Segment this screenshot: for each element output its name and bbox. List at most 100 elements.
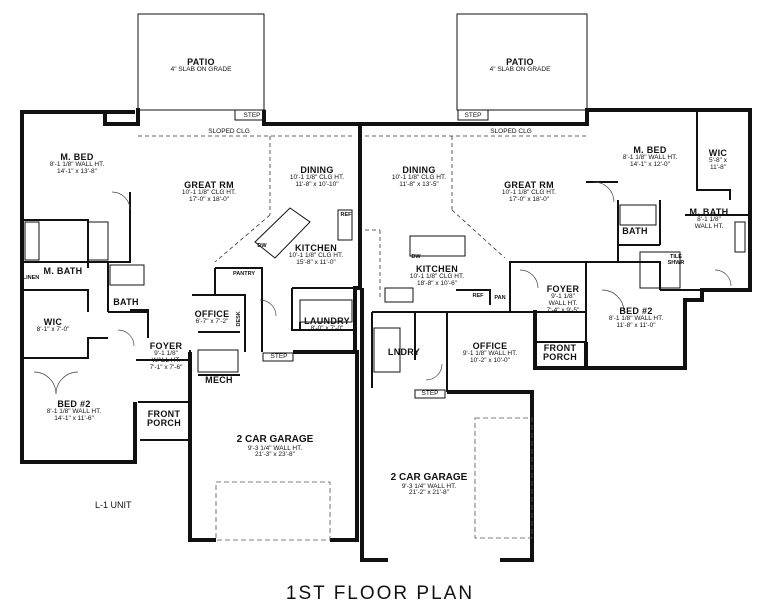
room-dim: 8'-1 1/8" WALL HT. bbox=[49, 161, 105, 169]
room-left-great-room: GREAT RM 10'-1 1/8" CLG HT. 17'-0" x 18'… bbox=[182, 180, 236, 204]
room-size: 11'-8" x 13'-5" bbox=[399, 181, 439, 189]
room-size: 14'-1" x 13'-8" bbox=[57, 168, 97, 176]
room-right-master-bath: M. BATH 8'-1 1/8" WALL HT. bbox=[689, 207, 729, 231]
room-dim: 9'-3 1/4" WALL HT. bbox=[401, 482, 457, 490]
room-name: GREAT RM bbox=[184, 180, 234, 190]
left-linen-label: LINEN bbox=[22, 275, 40, 281]
room-size: 8'-0" x 7'-0" bbox=[310, 325, 344, 333]
patio-left-note: 4" SLAB ON GRADE bbox=[170, 66, 232, 74]
patio-left-name: PATIO bbox=[187, 57, 215, 67]
room-left-bed2: BED #2 8'-1 1/8" WALL HT. 14'-1" x 11'-6… bbox=[46, 399, 102, 423]
left-pantry-label: PANTRY bbox=[233, 271, 255, 277]
sloped-ceiling-left: SLOPED CLG bbox=[208, 128, 250, 135]
room-name: OFFICE bbox=[194, 309, 230, 319]
plan-title: 1ST FLOOR PLAN bbox=[285, 583, 475, 604]
room-dim: 10'-1 1/8" CLG HT. bbox=[391, 174, 447, 182]
step-label-4: STEP bbox=[421, 390, 439, 397]
step-label-3: STEP bbox=[464, 112, 482, 119]
room-right-garage: 2 CAR GARAGE 9'-3 1/4" WALL HT. 21'-2" x… bbox=[390, 472, 468, 497]
room-size: 21'-3" x 23'-8" bbox=[255, 451, 295, 459]
room-name: DINING bbox=[402, 165, 436, 175]
room-right-wic: WIC 5'-8" x 11'-8" bbox=[708, 148, 728, 172]
room-size: 5'-8" x bbox=[709, 157, 727, 165]
room-right-office: OFFICE 9'-1 1/8" WALL HT. 10'-2" x 10'-0… bbox=[462, 341, 518, 365]
room-dim: 9'-1 1/8" bbox=[154, 350, 178, 358]
patio-right-note: 4" SLAB ON GRADE bbox=[489, 66, 551, 74]
left-dw-label: DW bbox=[257, 243, 267, 249]
room-left-garage: 2 CAR GARAGE 9'-3 1/4" WALL HT. 21'-3" x… bbox=[236, 434, 314, 459]
room-size: 14'-1" x 12'-0" bbox=[630, 161, 670, 169]
room-right-laundry: LNDRY bbox=[387, 347, 421, 357]
room-name: M. BED bbox=[60, 152, 94, 162]
tile-label: TILE bbox=[670, 254, 682, 260]
room-size: 6'-7" x 7'-2" bbox=[195, 318, 229, 326]
room-name: BED #2 bbox=[619, 306, 653, 316]
shower-label: SHWR bbox=[667, 259, 685, 266]
sloped-ceiling-right: SLOPED CLG bbox=[490, 128, 532, 135]
room-left-mech: MECH bbox=[205, 375, 233, 385]
room-dim: 8'-1 1/8" WALL HT. bbox=[622, 154, 678, 162]
left-exterior-wall bbox=[20, 110, 137, 464]
room-name: OFFICE bbox=[472, 341, 508, 351]
room-left-porch: FRONT PORCH bbox=[147, 409, 181, 429]
room-name: M. BATH bbox=[689, 207, 729, 217]
room-name: KITCHEN bbox=[294, 243, 338, 253]
room-left-master-bed: M. BED 8'-1 1/8" WALL HT. 14'-1" x 13'-8… bbox=[49, 152, 105, 176]
room-name: DINING bbox=[300, 165, 334, 175]
room-name: FRONT bbox=[147, 409, 181, 419]
room-size: 11'-8" x 11'-0" bbox=[616, 322, 656, 330]
room-left-dining: DINING 10'-1 1/8" CLG HT. 11'-8" x 10'-1… bbox=[289, 165, 345, 189]
room-size: 7'-1" x 7'-6" bbox=[149, 364, 183, 372]
step-label-2: STEP bbox=[270, 353, 288, 360]
room-dim: WALL HT. bbox=[151, 357, 181, 365]
room-size: 18'-8" x 10'-6" bbox=[417, 280, 457, 288]
left-ref-label: REF bbox=[340, 212, 352, 218]
room-left-foyer: FOYER 9'-1 1/8" WALL HT. 7'-1" x 7'-6" bbox=[149, 341, 183, 372]
room-right-great-room: GREAT RM 10'-1 1/8" CLG HT. 17'-0" x 18'… bbox=[501, 180, 557, 204]
room-size: 11'-8" bbox=[709, 164, 727, 172]
room-size: 10'-2" x 10'-0" bbox=[470, 357, 510, 365]
room-dim: 8'-1 1/8" WALL HT. bbox=[46, 408, 102, 416]
room-dim: 9'-1 1/8" WALL HT. bbox=[462, 350, 518, 358]
room-left-master-bath: M. BATH bbox=[43, 266, 83, 276]
room-name: BED #2 bbox=[57, 399, 91, 409]
room-dim: WALL HT. bbox=[694, 223, 724, 231]
room-dim: 10'-1 1/8" CLG HT. bbox=[501, 189, 557, 197]
room-size: 11'-8" x 10'-10" bbox=[295, 181, 339, 189]
room-right-bed2: BED #2 8'-1 1/8" WALL HT. 11'-8" x 11'-0… bbox=[608, 306, 664, 330]
room-right-porch: FRONT PORCH bbox=[542, 343, 578, 363]
room-name: PORCH bbox=[542, 352, 578, 363]
room-dim: WALL HT. bbox=[548, 300, 578, 308]
patio-left-slab bbox=[137, 13, 265, 111]
room-dim: 8'-1 1/8" WALL HT. bbox=[608, 315, 664, 323]
room-name: KITCHEN bbox=[415, 264, 459, 274]
room-right-foyer: FOYER 9'-1 1/8" WALL HT. 7'-4" x 9'-5" bbox=[547, 284, 580, 315]
room-left-bath: BATH bbox=[113, 297, 139, 307]
patio-right-slab bbox=[456, 13, 588, 111]
room-name: 2 CAR GARAGE bbox=[390, 472, 468, 483]
room-dim: 9'-3 1/4" WALL HT. bbox=[247, 444, 303, 452]
room-size: 8'-1" x 7'-0" bbox=[36, 326, 70, 334]
room-size: 17'-0" x 18'-0" bbox=[509, 196, 549, 204]
room-size: 17'-0" x 18'-0" bbox=[189, 196, 229, 204]
room-right-dining: DINING 10'-1 1/8" CLG HT. 11'-8" x 13'-5… bbox=[391, 165, 447, 189]
room-name: WIC bbox=[708, 148, 728, 158]
room-name: FRONT bbox=[543, 343, 577, 353]
room-name: GREAT RM bbox=[504, 180, 554, 190]
room-left-office: OFFICE 6'-7" x 7'-2" bbox=[194, 309, 230, 326]
room-dim: 10'-1 1/8" CLG HT. bbox=[289, 174, 345, 182]
room-right-master-bed: M. BED 8'-1 1/8" WALL HT. 14'-1" x 12'-0… bbox=[622, 145, 678, 169]
room-dim: 9'-1 1/8" bbox=[551, 293, 575, 301]
room-dim: 8'-1 1/8" bbox=[697, 216, 721, 224]
right-dw-label: DW bbox=[411, 254, 421, 260]
room-dim: 10'-1 1/8" CLG HT. bbox=[288, 252, 344, 260]
room-name: LAUNDRY bbox=[304, 316, 350, 326]
room-right-kitchen: KITCHEN 10'-1 1/8" CLG HT. 18'-8" x 10'-… bbox=[410, 264, 464, 288]
room-name: 2 CAR GARAGE bbox=[236, 434, 314, 445]
patio-right-name: PATIO bbox=[506, 57, 534, 67]
patio-left-label: PATIO 4" SLAB ON GRADE bbox=[170, 57, 232, 74]
step-label-1: STEP bbox=[243, 112, 261, 119]
unit-label: L-1 UNIT bbox=[95, 500, 132, 510]
room-left-kitchen: KITCHEN 10'-1 1/8" CLG HT. 15'-8" x 11'-… bbox=[288, 243, 344, 267]
